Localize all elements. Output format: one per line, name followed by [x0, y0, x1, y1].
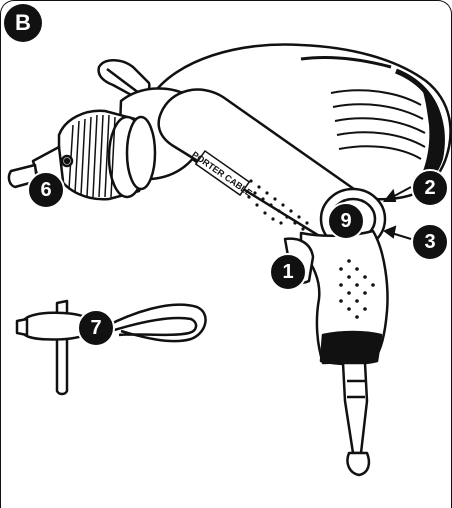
panel-label-badge: B	[4, 4, 42, 42]
motor-shading	[413, 85, 445, 191]
callout-3: 3	[411, 223, 449, 261]
callout-leaders	[382, 186, 412, 240]
callout-9: 9	[327, 202, 365, 240]
pistol-grip	[299, 229, 389, 366]
callout-7: 7	[77, 309, 115, 347]
callout-1: 1	[269, 253, 307, 291]
callout-2: 2	[411, 169, 449, 207]
callout-6: 6	[27, 171, 65, 209]
chuck-key	[15, 299, 207, 396]
grip-texture	[339, 259, 375, 319]
chuck	[7, 109, 157, 201]
power-cord	[341, 361, 371, 477]
